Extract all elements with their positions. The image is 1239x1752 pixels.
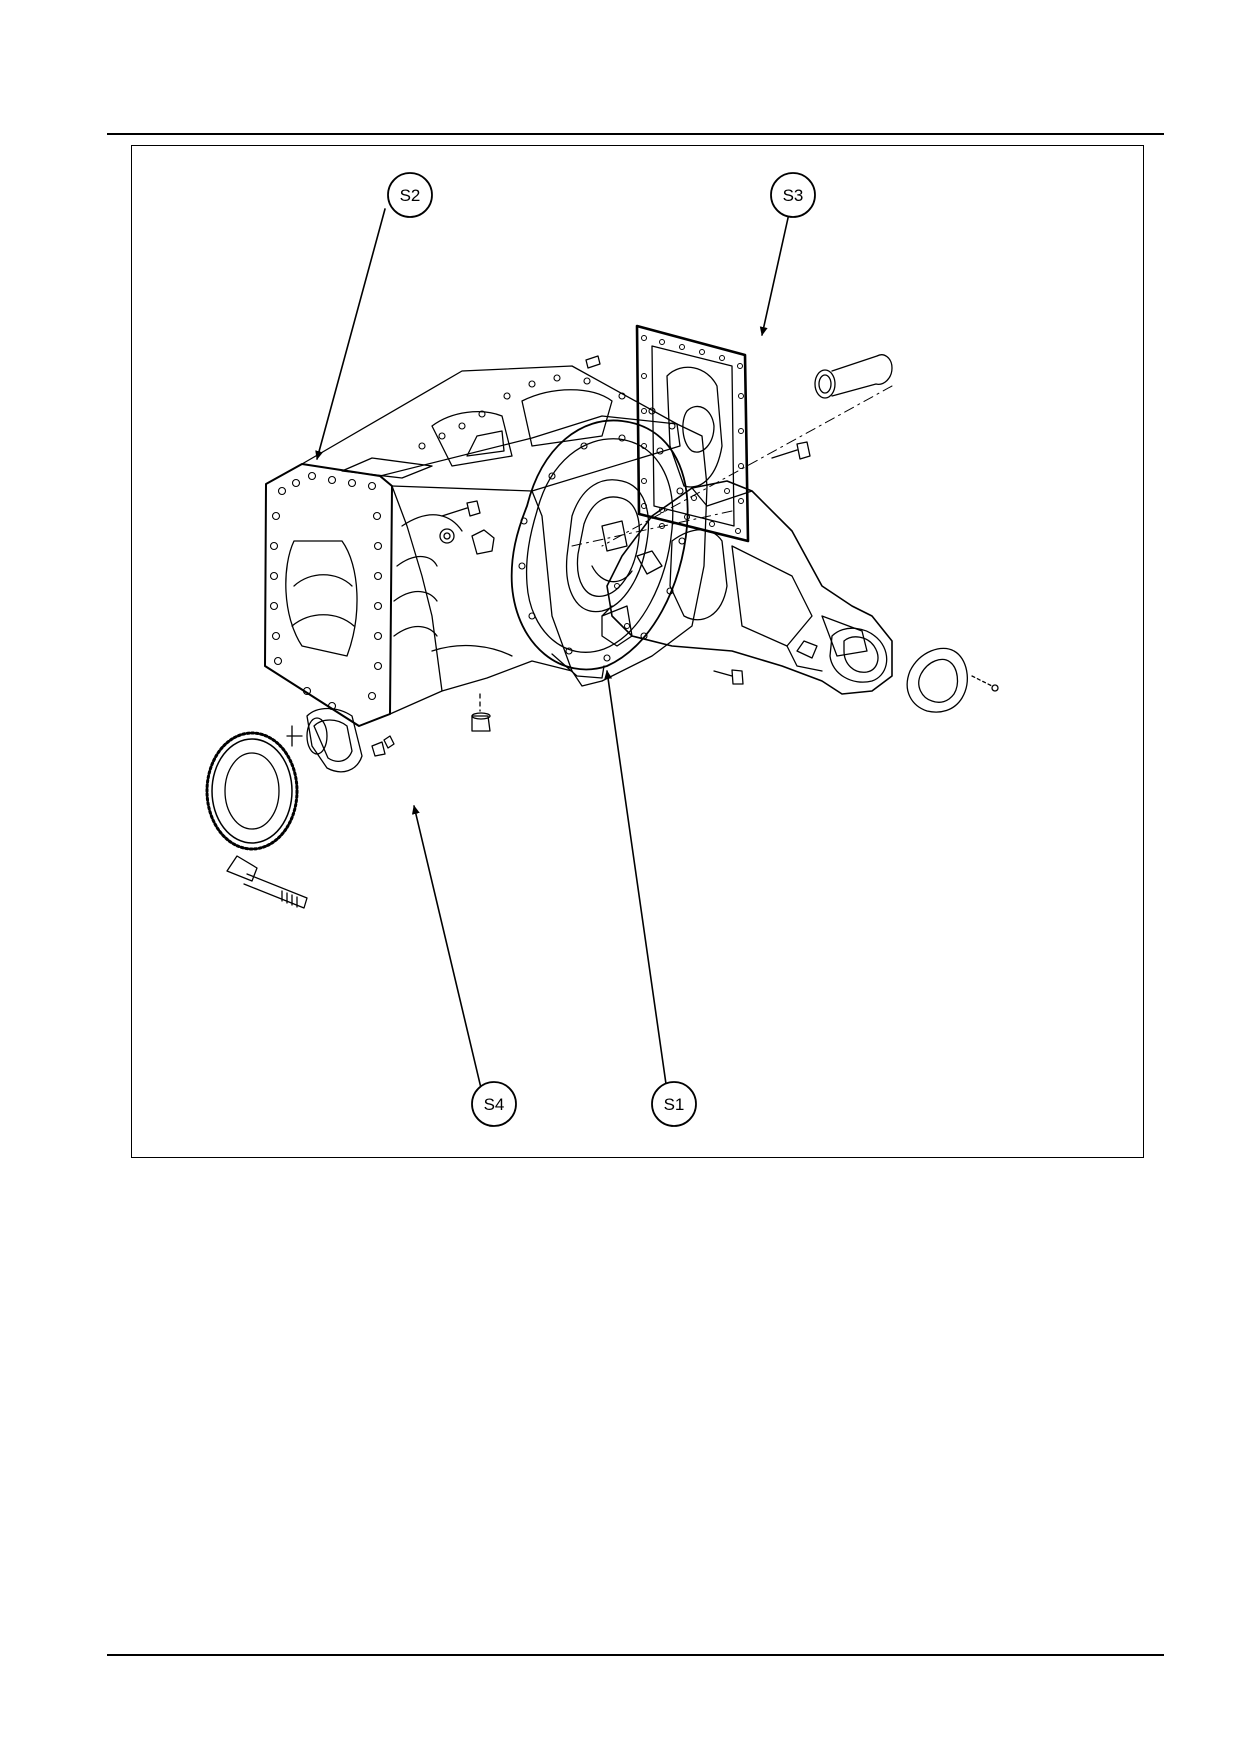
differential-assembly xyxy=(205,707,395,909)
gasket-plate xyxy=(635,324,750,543)
center-line-2 xyxy=(571,510,733,547)
callout-s1-label: S1 xyxy=(664,1095,685,1114)
callout-s4: S4 xyxy=(471,1081,517,1127)
leader-line-s1 xyxy=(604,670,673,1127)
exploded-view-drawing: S2 S3 S4 S1 xyxy=(205,172,999,1127)
flange-bolt xyxy=(441,500,481,517)
final-drive-housing xyxy=(601,480,893,695)
header-rule xyxy=(107,133,1164,135)
hex-bolt xyxy=(771,441,811,460)
leader-line-s4 xyxy=(411,805,491,1127)
leader-line-s3 xyxy=(759,208,791,336)
callout-s1: S1 xyxy=(651,1081,697,1127)
bushing-sleeve xyxy=(814,354,893,399)
leader-line-s2 xyxy=(315,208,386,460)
rear-flange-face xyxy=(510,419,689,679)
callout-s2: S2 xyxy=(387,172,433,218)
callout-s3-label: S3 xyxy=(783,186,804,205)
callout-s3: S3 xyxy=(770,172,816,218)
callout-s2-label: S2 xyxy=(400,186,421,205)
drain-plug xyxy=(471,693,491,732)
footer-rule xyxy=(107,1654,1164,1656)
end-cover-ring xyxy=(906,647,999,713)
housing-bolt xyxy=(713,669,744,685)
exploded-view-figure: S2 S3 S4 S1 xyxy=(131,145,1144,1158)
dowel-pin xyxy=(585,355,601,369)
transmission-housing xyxy=(264,365,708,727)
callout-s4-label: S4 xyxy=(484,1095,505,1114)
